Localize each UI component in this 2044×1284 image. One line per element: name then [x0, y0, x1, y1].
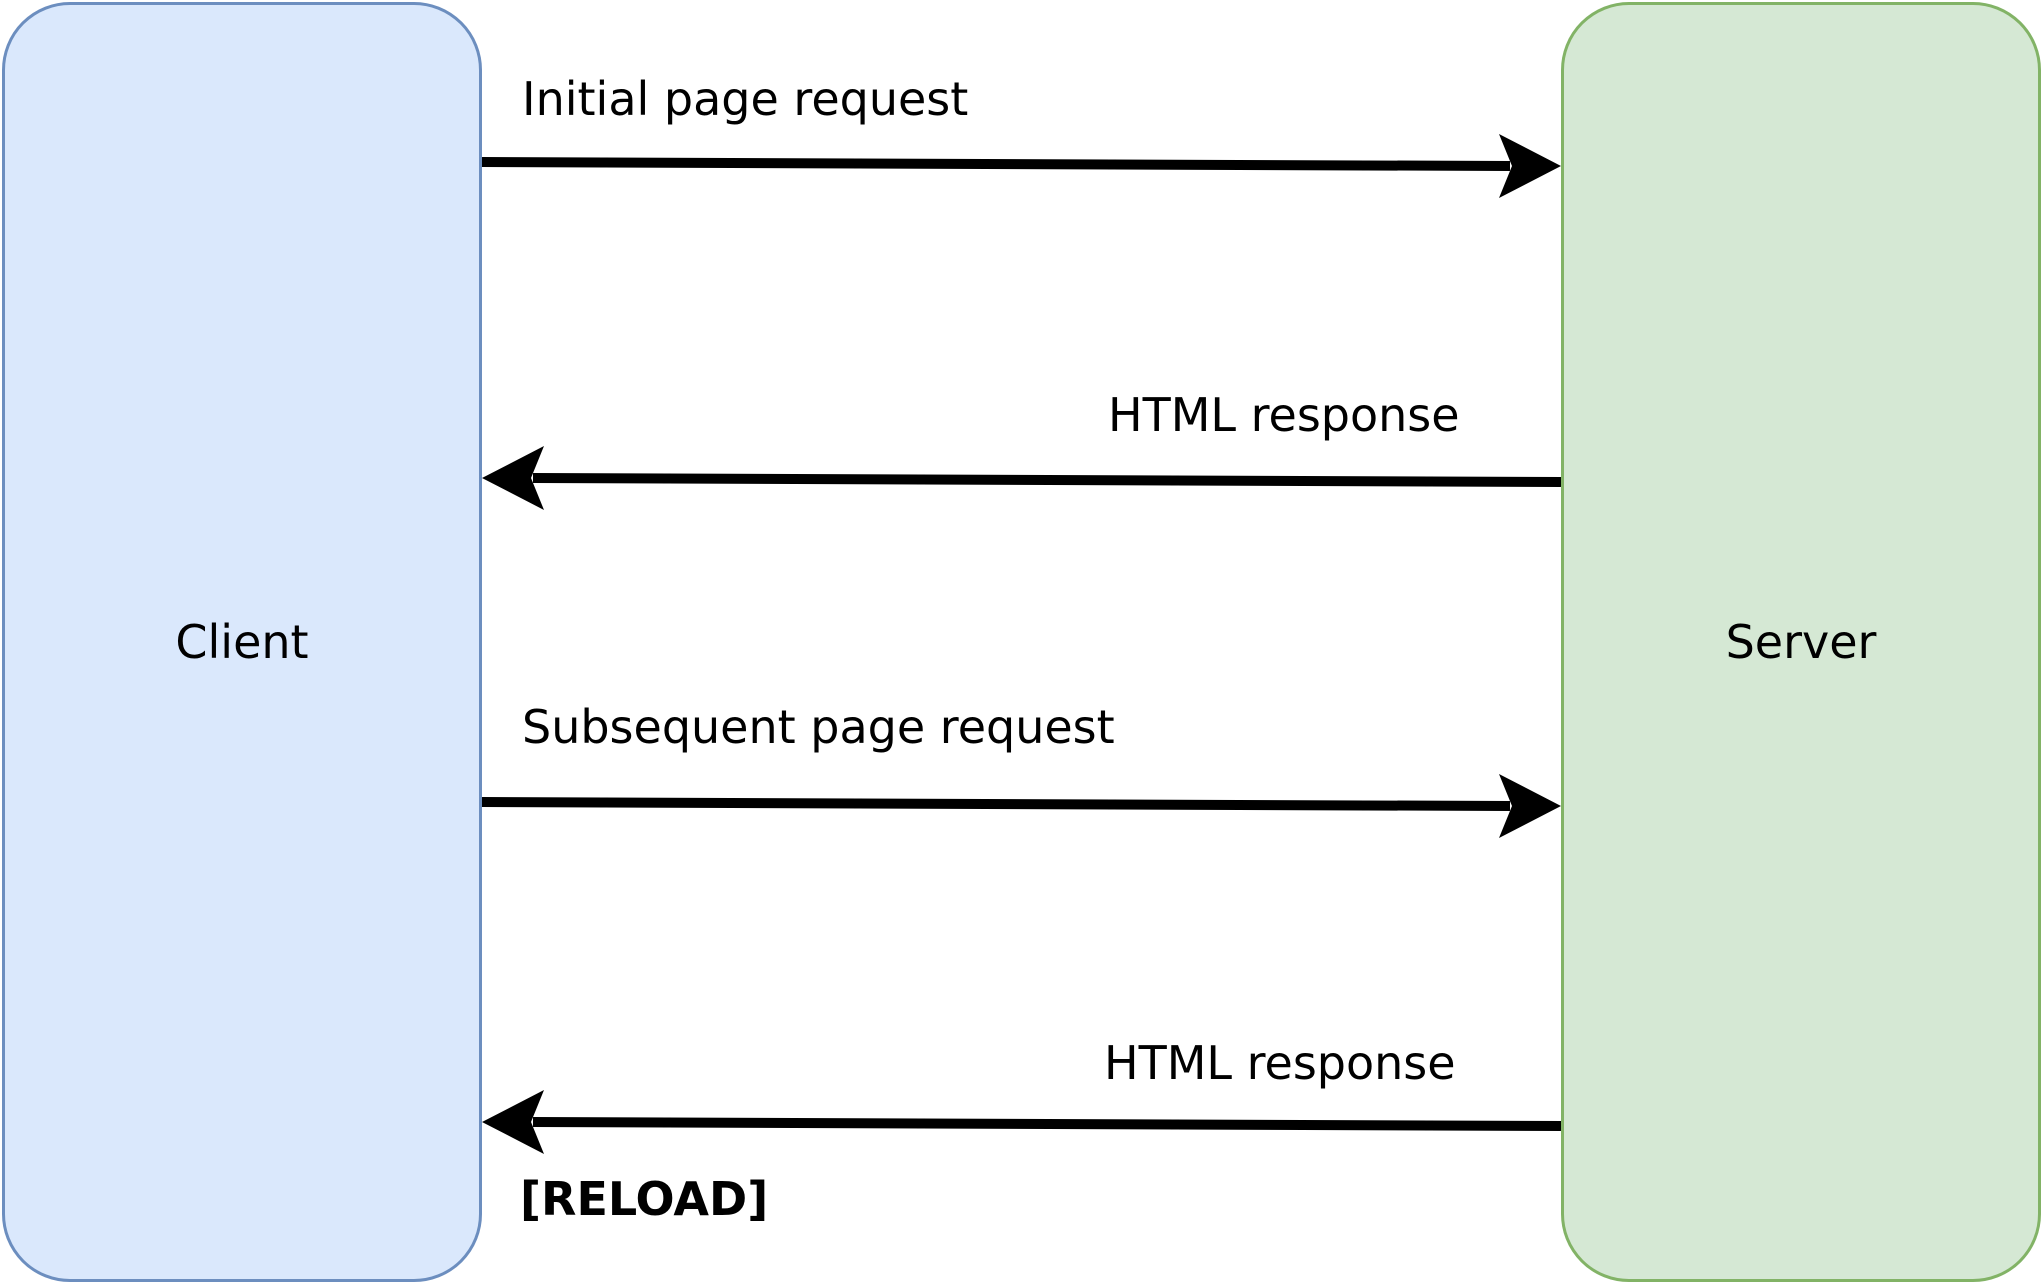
arrow-initial-request	[481, 134, 1561, 198]
reload-note: [RELOAD]	[520, 1172, 769, 1226]
server-node: Server	[1561, 2, 2041, 1282]
arrow-subsequent-request	[481, 774, 1561, 838]
label-html-response-1: HTML response	[1108, 388, 1460, 442]
label-subsequent-page-request: Subsequent page request	[522, 700, 1115, 754]
arrow-html-response-1	[482, 446, 1562, 510]
client-label: Client	[175, 615, 309, 669]
arrow-html-response-2	[482, 1090, 1562, 1154]
client-node: Client	[2, 2, 482, 1282]
label-initial-page-request: Initial page request	[522, 72, 969, 126]
server-label: Server	[1725, 615, 1877, 669]
label-html-response-2: HTML response	[1104, 1036, 1456, 1090]
